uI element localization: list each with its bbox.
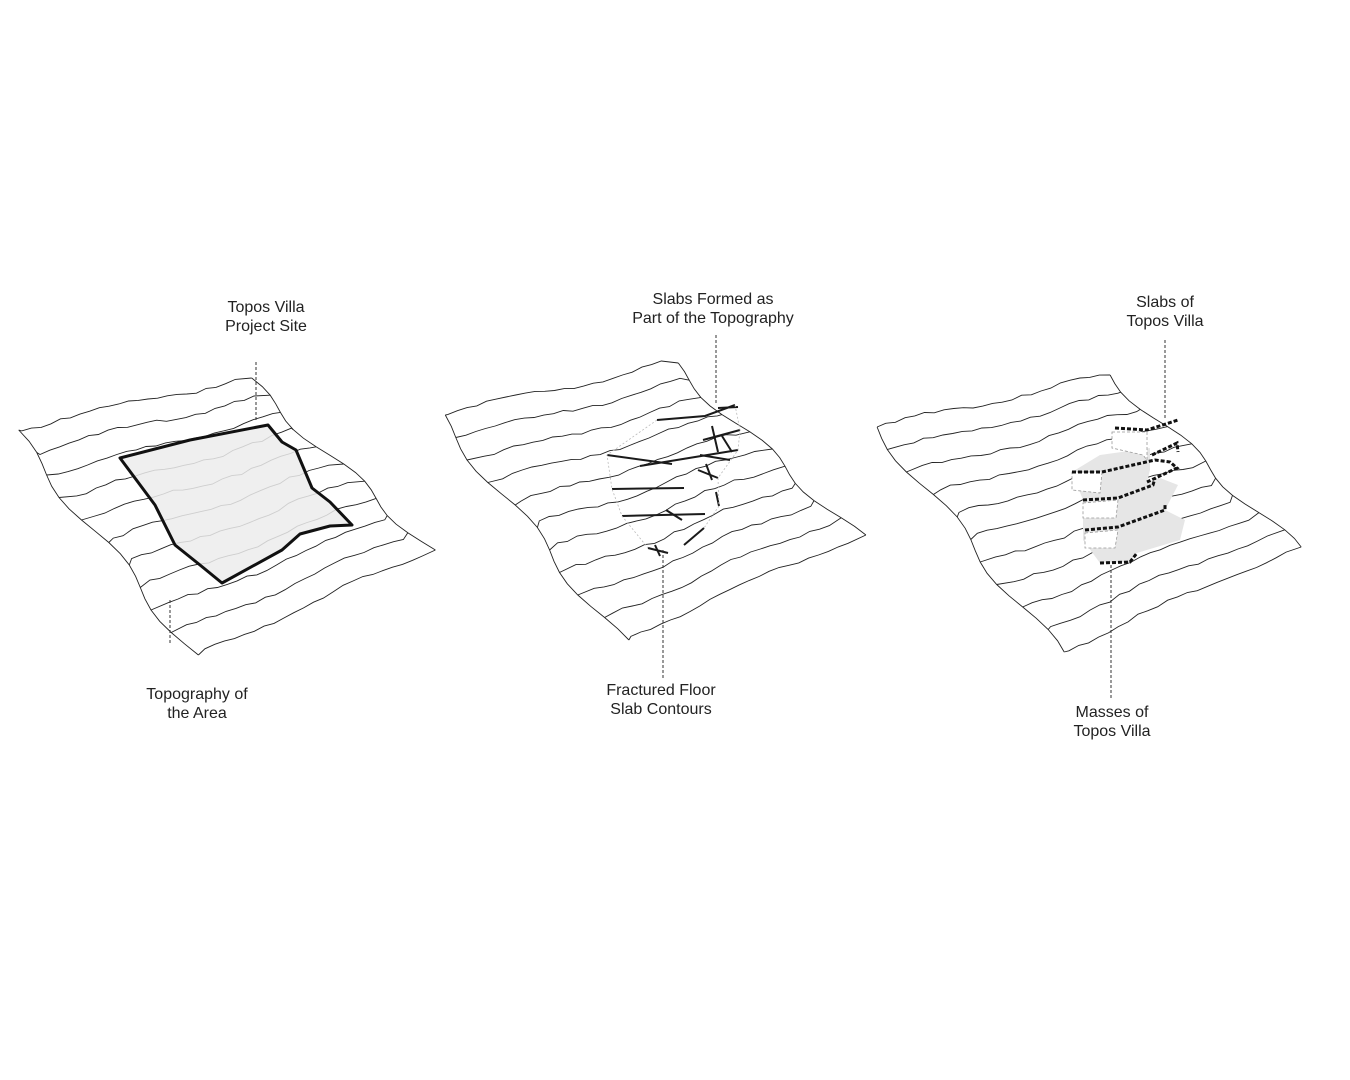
terrain-edge-right — [677, 362, 867, 536]
label-line: Slab Contours — [610, 701, 712, 718]
label-line: Project Site — [225, 318, 307, 335]
contour-line — [514, 431, 750, 506]
contour-line — [559, 483, 796, 573]
villa-masses — [1071, 418, 1185, 565]
terrain-edge-left — [18, 429, 199, 656]
label-line: Part of the Topography — [632, 310, 794, 327]
terrain-edge-left — [444, 414, 630, 641]
label-line: Masses of — [1075, 704, 1149, 721]
contour-line — [170, 532, 409, 633]
contour-line — [628, 534, 867, 641]
contour-line — [466, 396, 701, 461]
contour-line — [455, 377, 690, 438]
contour-line — [1047, 529, 1285, 630]
label-line: Topos Villa — [227, 299, 305, 316]
label-slabs-villa: Slabs of Topos Villa — [1045, 293, 1285, 331]
contour-line — [876, 374, 1111, 428]
label-masses-villa: Masses of Topos Villa — [992, 703, 1232, 741]
contour-line — [887, 391, 1121, 450]
contour-line — [549, 465, 786, 551]
contour-line — [906, 409, 1141, 473]
label-line: the Area — [167, 705, 227, 722]
label-line: Slabs of — [1136, 294, 1194, 311]
label-slabs-formed: Slabs Formed as Part of the Topography — [593, 290, 833, 328]
contour-line — [445, 360, 679, 416]
slab-guide-lines — [606, 404, 741, 549]
label-topography: Topography of the Area — [77, 685, 317, 723]
label-line: Slabs Formed as — [652, 291, 774, 308]
terrain-edge-right — [251, 377, 436, 551]
contour-line — [150, 515, 388, 611]
fractured-slab-lines — [606, 404, 741, 557]
label-line: Topos Villa — [1126, 313, 1204, 330]
terrain-edge-right — [1109, 374, 1302, 548]
project-site-outline — [118, 423, 354, 585]
contour-line — [46, 411, 281, 476]
contour-line — [487, 414, 723, 483]
label-line: Fractured Floor — [606, 682, 716, 699]
contour-line — [18, 377, 252, 432]
label-line: Topography of — [146, 686, 248, 703]
label-line: Topos Villa — [1073, 723, 1151, 740]
contour-line — [604, 517, 842, 618]
contour-line — [36, 394, 271, 456]
contour-line — [577, 500, 815, 596]
contour-line — [198, 549, 436, 656]
leader-lines — [169, 335, 1166, 700]
terrain-topography-2 — [444, 360, 867, 641]
contour-line — [1022, 512, 1260, 608]
terrain-edge-left — [876, 426, 1065, 653]
contour-line — [1064, 546, 1302, 653]
